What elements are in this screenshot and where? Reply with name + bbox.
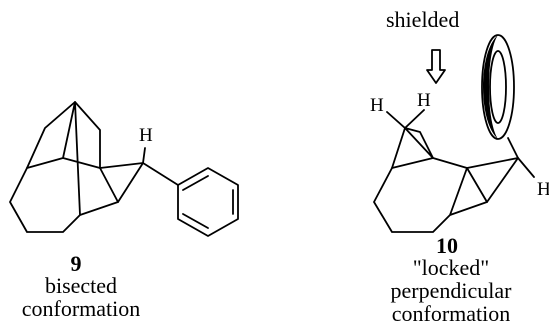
shielded-arrow-icon xyxy=(426,49,446,84)
compound-9-cyclopropane-bonds xyxy=(99,162,144,203)
compound-10-caption-line-2: perpendicular xyxy=(391,278,513,303)
compound-10-hydrogen-label-1: H xyxy=(370,95,384,116)
compound-9-structure: H xyxy=(9,101,239,237)
compound-10-hydrogen-label-2: H xyxy=(417,90,431,111)
compound-9-number: 9 xyxy=(71,251,82,276)
compound-10-ch2-bonds xyxy=(386,109,425,129)
compound-10-structure: H H H xyxy=(370,34,549,233)
compound-10-number: 10 xyxy=(436,233,458,258)
compound-9-hydrogen-label: H xyxy=(139,125,153,146)
compound-9-caption-line-2: conformation xyxy=(22,296,141,321)
compound-10-phenyl-link xyxy=(507,137,519,159)
compound-10-ch-bond xyxy=(517,157,535,178)
compound-9-caption-line-1: bisected xyxy=(45,273,117,298)
compound-9-phenyl-link xyxy=(142,162,179,186)
compound-10-caption-line-1: "locked" xyxy=(413,255,490,280)
compound-10-benzene-ring xyxy=(481,34,515,140)
compound-9-bridge-bonds xyxy=(26,101,101,169)
compound-10-skeleton-bonds xyxy=(373,157,488,233)
compound-10-caption-line-3: conformation xyxy=(392,301,511,326)
compound-10-bridge-bonds xyxy=(391,127,434,169)
compound-9-ch-bond xyxy=(142,147,146,164)
compound-9-benzene-ring xyxy=(177,167,239,237)
shielded-annotation: shielded xyxy=(386,7,459,32)
compound-10-hydrogen-label-3: H xyxy=(537,179,549,200)
